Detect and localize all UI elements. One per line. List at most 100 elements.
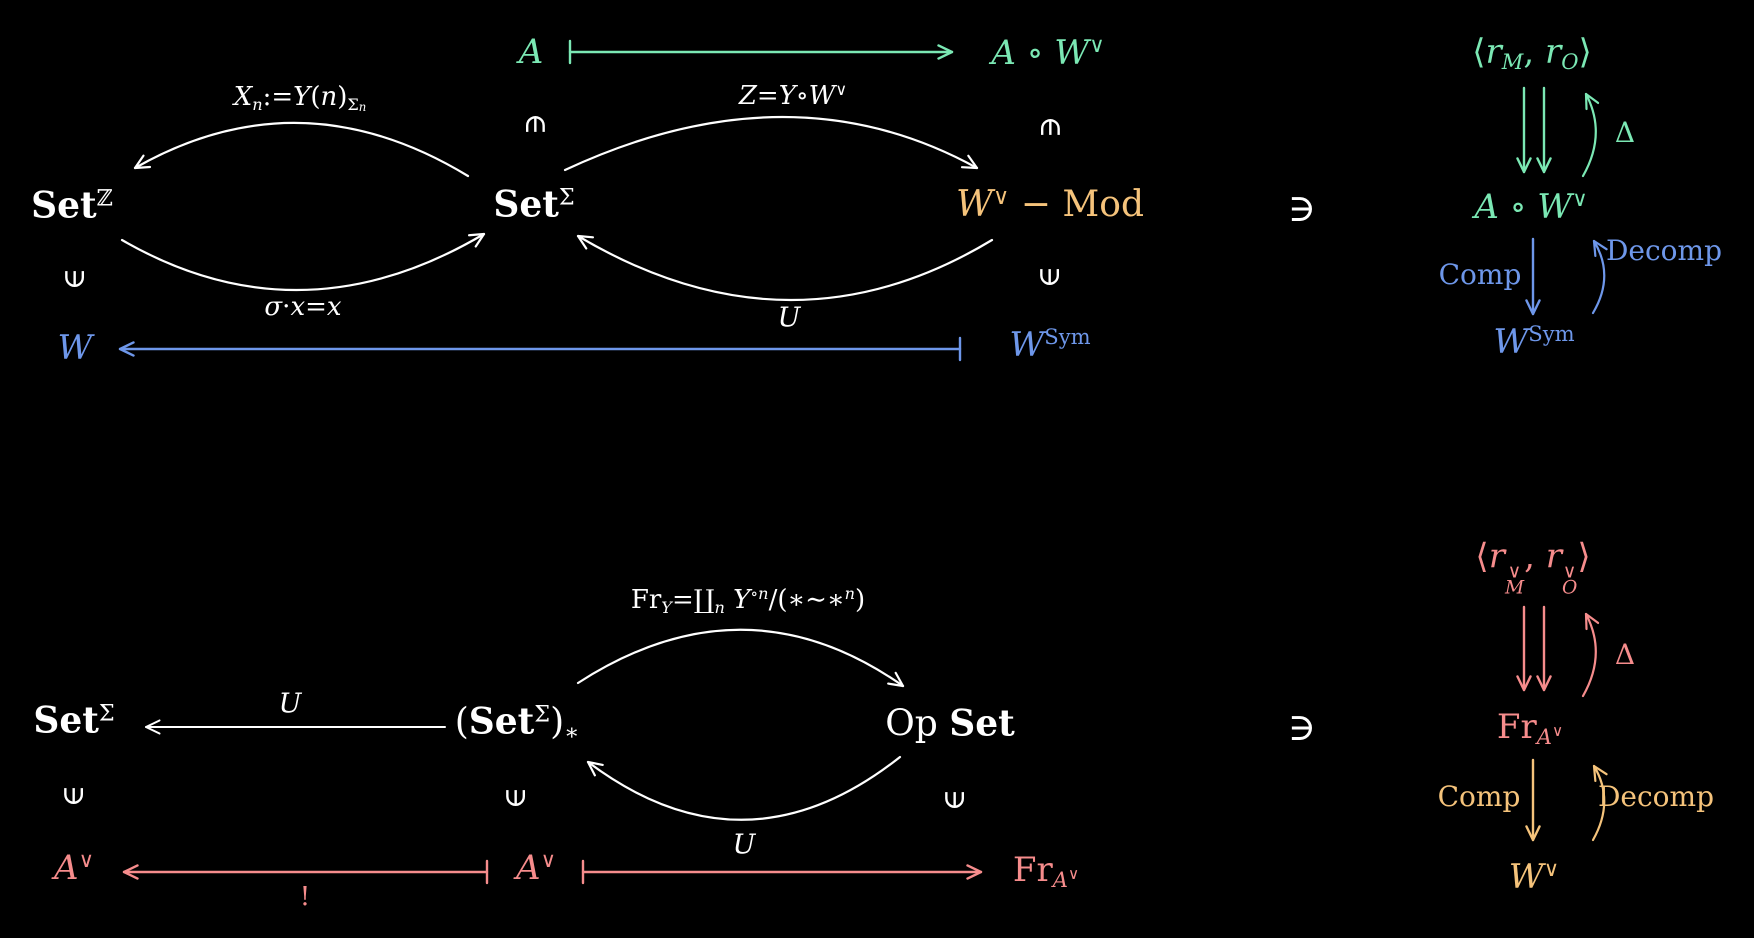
text-part: ⟩ <box>1577 536 1591 577</box>
element-of-up-icon: ∈ <box>57 264 92 294</box>
mapsto-arrow-A-dual-to-Fr <box>581 859 983 885</box>
comp-label: Comp <box>1439 261 1522 289</box>
text-part: ⟨ <box>1475 536 1489 577</box>
text-part: ∨ <box>1067 865 1080 884</box>
text-part: ∋ <box>1287 186 1317 230</box>
text-part: Y <box>293 82 311 112</box>
text-part: ∨ <box>1562 561 1577 583</box>
element-of-down-icon: ∈ <box>1033 112 1068 142</box>
object-W-dual: W∨ <box>1508 857 1559 897</box>
text-part: W <box>1009 325 1045 365</box>
text-part: − Mod <box>1009 184 1144 225</box>
text-part: Sym <box>1528 321 1575 347</box>
text-part: W <box>57 328 93 368</box>
comp-arrow <box>1525 758 1541 842</box>
text-part: ( <box>310 82 321 112</box>
delta-label: Δ <box>1615 119 1635 147</box>
text-part: n <box>252 94 263 114</box>
nat-double-arrow-line <box>1536 605 1552 692</box>
text-part: n <box>358 100 367 115</box>
unique-arrow-to-A-dual <box>122 859 489 885</box>
text-part: Σ <box>534 701 551 728</box>
text-part: A <box>1536 723 1552 749</box>
text-part: O <box>1561 48 1579 74</box>
text-part: n <box>844 584 856 604</box>
text-part: ∈ <box>57 267 92 291</box>
text-part: ∨ <box>540 847 556 873</box>
text-part: /( <box>768 585 788 615</box>
text-part: ℤ <box>96 185 113 212</box>
text-part: ∈ <box>518 112 553 136</box>
rotated-glyph: ∈ <box>57 267 92 291</box>
text-part: · <box>282 292 291 322</box>
text-part: ∗ <box>564 719 580 746</box>
text-part: Comp <box>1438 258 1522 291</box>
text-part: O <box>1561 577 1578 599</box>
mapsfrom-arrow-WSym-to-W <box>118 336 962 362</box>
text-part: ) <box>550 701 565 743</box>
functor-arc-U-top <box>576 234 994 302</box>
text-part: Sym <box>1044 324 1091 350</box>
text-part: ∨ <box>78 847 94 873</box>
text-part: ∼ <box>805 585 827 615</box>
text-part: ∨ <box>993 183 1010 210</box>
operad-forgetful-arc-U <box>586 755 902 821</box>
arrow-label-U-forgetful: U <box>279 691 302 718</box>
element-of-up-icon: ∈ <box>1032 262 1067 292</box>
text-part: n <box>758 584 769 604</box>
text-part: x <box>290 292 306 322</box>
decomp-label: Decomp <box>1606 237 1722 265</box>
sup-sub-stack: ∨O <box>1561 561 1578 599</box>
text-part: ∈ <box>1033 115 1068 139</box>
text-part: ∘ <box>1015 33 1055 73</box>
object-free-operad-A-dual: FrA∨ <box>1013 853 1080 890</box>
text-part: Set <box>33 699 99 742</box>
text-part: Z <box>738 81 757 111</box>
object-A-comp-W-dual-result: A ∘ W∨ <box>1474 187 1587 227</box>
category-Set-Sigma: SetΣ <box>493 186 574 224</box>
delta-label: Δ <box>1615 641 1635 669</box>
contains-symbol: ∋ <box>1288 708 1316 746</box>
rotated-glyph: ∈ <box>1033 115 1068 139</box>
text-part: A <box>54 848 79 888</box>
text-part: W <box>1537 187 1573 227</box>
text-part: Y <box>778 81 796 111</box>
arrow-label-sigma: σ·x=x <box>264 294 341 320</box>
text-part: A <box>516 848 541 888</box>
object-A-comp-W-dual: A ∘ W∨ <box>991 33 1104 73</box>
text-part: , <box>1524 536 1546 577</box>
decomp-loop-arrow <box>1591 239 1608 315</box>
functor-arc-sigma <box>120 232 486 292</box>
contains-symbol: ∋ <box>1288 189 1316 227</box>
text-part: σ <box>264 292 283 322</box>
text-part: A <box>991 33 1016 73</box>
category-Op-Set: Op Set <box>885 706 1015 743</box>
text-part: U <box>777 302 801 334</box>
text-part: Decomp <box>1597 780 1715 813</box>
text-part: A <box>518 32 544 72</box>
text-part: U <box>278 688 302 720</box>
arrow-label-free-operad: FrY=∐n Y∘n/(∗∼∗n) <box>630 584 865 615</box>
text-part: Δ <box>1614 116 1636 149</box>
text-part: U <box>732 829 756 861</box>
object-A-dual: A∨ <box>54 848 94 888</box>
text-part: Fr <box>1496 707 1537 747</box>
nat-double-arrow-line <box>1516 86 1532 174</box>
object-W-Sym-result: WSym <box>1493 323 1574 359</box>
decomp-loop-arrow <box>1591 764 1608 842</box>
text-part: ∈ <box>498 786 533 810</box>
text-part: W <box>1508 857 1544 897</box>
text-part: ∨ <box>1507 561 1522 583</box>
functor-arc-Z <box>563 115 979 172</box>
text-part: Decomp <box>1605 234 1723 267</box>
text-part: Y <box>661 597 672 617</box>
text-part: Δ <box>1614 638 1636 671</box>
nat-double-arrow-line <box>1516 605 1532 692</box>
text-part: ∨ <box>1543 856 1560 882</box>
text-part: Comp <box>1437 780 1521 813</box>
text-part: Fr <box>630 585 662 615</box>
text-part: := <box>262 82 294 112</box>
text-part: M <box>1501 48 1524 74</box>
category-Set-Sigma-pointed: (SetΣ)∗ <box>455 701 580 744</box>
text-part: W <box>808 81 836 111</box>
